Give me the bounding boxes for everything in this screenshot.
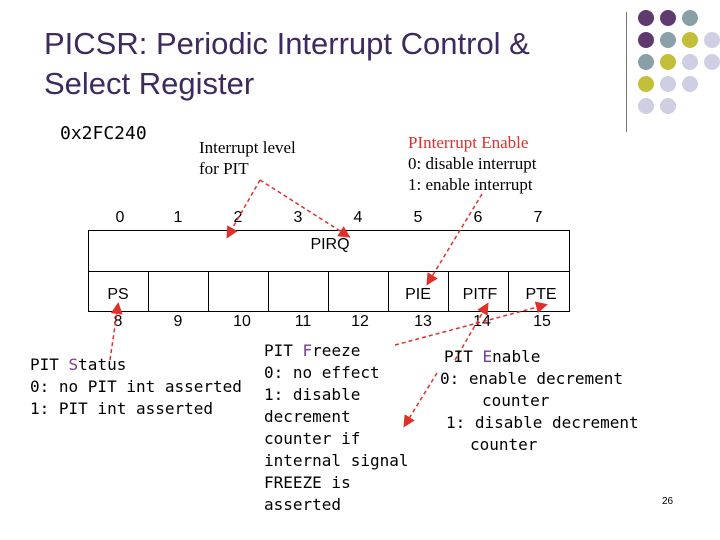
dot — [682, 32, 698, 48]
note-line: 0: enable decrement — [440, 369, 624, 388]
bit-cell — [269, 272, 329, 312]
dot — [638, 54, 654, 70]
note-line: for PIT — [199, 159, 249, 178]
note-line: 1: enable interrupt — [408, 175, 533, 194]
dot — [660, 10, 676, 26]
note-part: nable — [492, 347, 541, 366]
decorative-dot-grid — [634, 8, 720, 128]
register-address: 0x2FC240 — [60, 123, 147, 144]
dot — [638, 32, 654, 48]
pit-status-title: PIT Status — [30, 354, 242, 376]
note-part: PInterrupt — [408, 133, 482, 152]
note-line: counter — [482, 391, 550, 410]
bit-cell — [89, 272, 149, 312]
note-part: nable — [491, 133, 529, 152]
dot — [704, 32, 720, 48]
note-part: F — [302, 341, 313, 360]
bit-number: 8 — [113, 313, 123, 330]
pit-status-note: PIT Status 0: no PIT int asserted 1: PIT… — [30, 354, 242, 420]
note-part: tatus — [78, 355, 127, 374]
note-part: E — [482, 347, 493, 366]
note-line: 1: disable — [264, 385, 361, 404]
bit-number: 15 — [533, 313, 551, 330]
slide-title: PICSR: Periodic Interrupt Control & Sele… — [44, 26, 530, 101]
dot — [682, 76, 698, 92]
bit-cell — [149, 272, 209, 312]
pie-field: PIE — [405, 286, 431, 303]
bit-number: 4 — [353, 209, 363, 226]
arrow-ps — [109, 302, 123, 361]
dot — [660, 98, 676, 114]
dot — [660, 32, 676, 48]
arrow-level — [226, 179, 261, 239]
pit-enable-note: PIT Enable 0: enable decrement counter 1… — [440, 346, 640, 456]
dot — [704, 54, 720, 70]
bit-cell — [329, 272, 389, 312]
upper-register: PIRQ — [88, 230, 570, 272]
note-part: PIT — [264, 341, 303, 360]
pie-note: PInterrupt Enable 0: disable interrupt 1… — [408, 132, 536, 195]
bit-number: 3 — [293, 209, 303, 226]
bit-number: 9 — [173, 313, 183, 330]
note-part: S — [68, 355, 79, 374]
arrow-level — [259, 179, 351, 238]
pit-enable-title: PIT Enable — [440, 346, 640, 368]
note-line: Interrupt level — [199, 138, 296, 157]
note-part: PIT — [444, 347, 483, 366]
note-part: PIT — [30, 355, 69, 374]
pit-freeze-note: PIT Freeze 0: no effect 1: disable decre… — [264, 340, 409, 516]
note-part: E — [481, 133, 492, 152]
interrupt-level-note: Interrupt level for PIT — [199, 137, 296, 179]
pte-field: PTE — [525, 286, 557, 303]
bit-number: 11 — [294, 313, 312, 330]
arrow-pie — [426, 193, 483, 286]
dot — [638, 10, 654, 26]
arrow-pitf — [454, 302, 489, 361]
note-line: counter if — [264, 429, 361, 448]
note-line: 1: disable decrement — [446, 413, 639, 432]
note-line: asserted — [264, 495, 342, 514]
bit-cell — [389, 272, 449, 312]
note-line: 0: disable interrupt — [408, 154, 537, 173]
pitf-field: PITF — [462, 286, 498, 303]
bit-cell — [209, 272, 269, 312]
bit-number: 10 — [233, 313, 251, 330]
decorative-vertical-line — [626, 12, 627, 132]
dot — [682, 54, 698, 70]
arrow-freeze — [394, 301, 548, 346]
arrow-enable — [403, 372, 438, 428]
note-line: 0: no effect — [264, 363, 380, 382]
note-line: internal signal — [264, 451, 409, 470]
dot — [682, 10, 698, 26]
bit-number: 6 — [473, 209, 483, 226]
pie-note-title: PInterrupt Enable — [408, 132, 536, 153]
bit-cell — [449, 272, 509, 312]
bit-number: 5 — [413, 209, 423, 226]
pit-freeze-title: PIT Freeze — [264, 340, 409, 362]
note-line: 0: no PIT int asserted — [30, 377, 242, 396]
bit-number: 0 — [115, 209, 125, 226]
dot — [660, 76, 676, 92]
dot — [638, 98, 654, 114]
lower-register — [88, 272, 570, 312]
bit-number: 14 — [473, 313, 491, 330]
bit-number: 1 — [173, 209, 183, 226]
bit-number: 7 — [533, 209, 543, 226]
note-line: decrement — [264, 407, 351, 426]
note-line: 1: PIT int asserted — [30, 399, 214, 418]
note-line: FREEZE is — [264, 473, 351, 492]
ps-field: PS — [107, 286, 129, 303]
bit-number: 13 — [414, 313, 432, 330]
note-line: counter — [470, 435, 538, 454]
bit-number: 12 — [351, 313, 369, 330]
dot — [638, 76, 654, 92]
page-number: 26 — [662, 496, 674, 507]
pirq-field: PIRQ — [310, 236, 350, 253]
dot — [660, 54, 676, 70]
note-part: reeze — [312, 341, 361, 360]
